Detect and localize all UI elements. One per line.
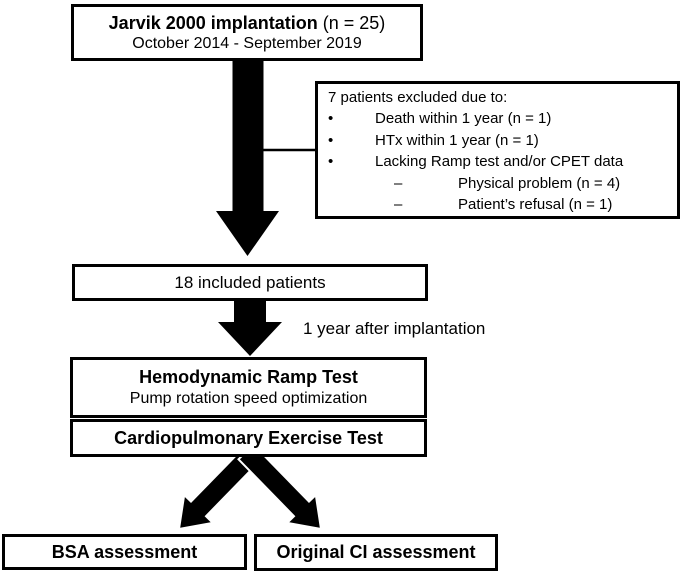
implantation-title: Jarvik 2000 implantation <box>108 12 318 33</box>
ramp-test-title: Hemodynamic Ramp Test <box>139 367 358 387</box>
down-arrow-top <box>216 55 279 256</box>
one-year-label: 1 year after implantation <box>303 319 486 338</box>
exclusion-item-text: HTx within 1 year (n = 1) <box>375 131 539 149</box>
exclusion-sub-item-text: Physical problem (n = 4) <box>458 174 621 192</box>
exclusion-sub-item: – Physical problem (n = 4) <box>328 173 671 194</box>
bsa-assessment-box: BSA assessment <box>2 534 247 570</box>
implantation-n: (n = 25) <box>317 12 386 33</box>
bullet-icon: • <box>328 153 334 171</box>
exclusion-item: • Lacking Ramp test and/or CPET data <box>328 151 671 172</box>
ci-assessment-title: Original CI assessment <box>276 542 476 562</box>
exclusion-item-text: Lacking Ramp test and/or CPET data <box>375 153 624 171</box>
bsa-assessment-title: BSA assessment <box>51 541 198 562</box>
implantation-period: October 2014 - September 2019 <box>132 34 362 52</box>
dash-icon: – <box>394 174 403 192</box>
exclusion-box: 7 patients excluded due to: • Death withi… <box>315 81 680 219</box>
ramp-test-box: Hemodynamic Ramp Test Pump rotation spee… <box>70 357 427 418</box>
exclusion-sub-item-text: Patient’s refusal (n = 1) <box>458 196 613 214</box>
diagonal-arrow-right <box>237 443 323 531</box>
included-patients-box: 18 included patients <box>72 264 428 301</box>
down-arrow-middle <box>218 296 282 356</box>
exclusion-sub-item: – Patient’s refusal (n = 1) <box>328 194 671 215</box>
ci-assessment-box: Original CI assessment <box>254 534 498 571</box>
bullet-icon: • <box>328 110 334 128</box>
bullet-icon: • <box>328 131 334 149</box>
implantation-title-line: Jarvik 2000 implantation (n = 25) <box>109 12 386 34</box>
exclusion-item: • Death within 1 year (n = 1) <box>328 108 671 129</box>
implantation-box: Jarvik 2000 implantation (n = 25) Octobe… <box>71 4 423 61</box>
ramp-test-subtitle: Pump rotation speed optimization <box>129 390 368 407</box>
cpet-box: Cardiopulmonary Exercise Test <box>70 419 427 457</box>
included-patients-label: 18 included patients <box>174 272 326 292</box>
dash-icon: – <box>394 196 403 214</box>
exclusion-item: • HTx within 1 year (n = 1) <box>328 130 671 151</box>
cpet-title: Cardiopulmonary Exercise Test <box>114 427 383 448</box>
exclusion-header: 7 patients excluded due to: <box>328 89 508 106</box>
exclusion-item-text: Death within 1 year (n = 1) <box>375 110 552 128</box>
